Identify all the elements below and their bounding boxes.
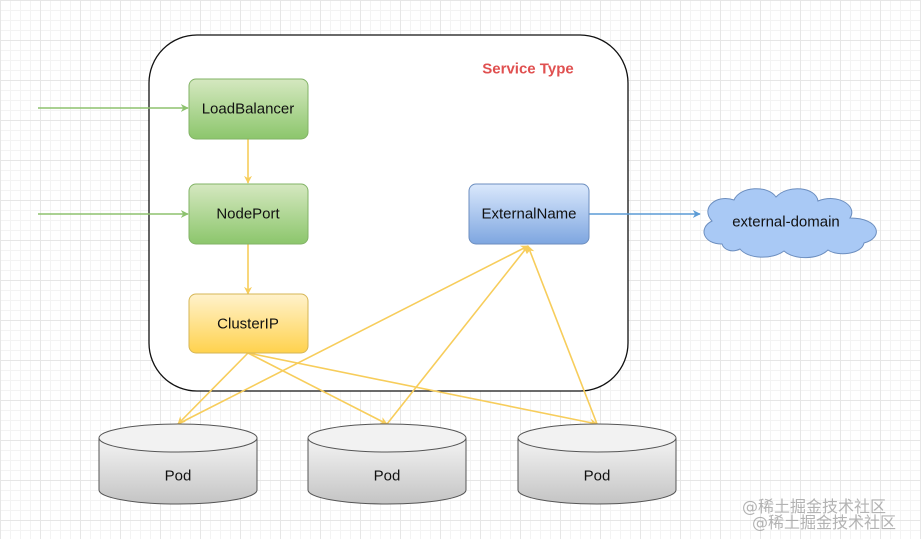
arrow-clusterip-to-pod-2 xyxy=(247,352,388,425)
external-domain-cloud[interactable]: external-domain xyxy=(703,188,877,259)
pod-2[interactable]: Pod xyxy=(307,423,467,505)
clusterip-node[interactable]: ClusterIP xyxy=(188,293,309,354)
watermark-text: @稀土掘金技术社区 xyxy=(742,497,886,516)
service-type-title: Service Type xyxy=(482,61,573,78)
pod-3-label: Pod xyxy=(584,468,611,485)
arrow-clusterip-to-pod-3 xyxy=(247,352,598,427)
pod-1[interactable]: Pod xyxy=(98,423,258,505)
arrow-pod-2-to-externalname xyxy=(386,245,529,425)
watermark-text-shadow: @稀土掘金技术社区 xyxy=(752,513,896,532)
pod-2-label: Pod xyxy=(374,468,401,485)
pod-1-label: Pod xyxy=(165,468,192,485)
nodeport-label: NodePort xyxy=(216,206,280,223)
pod-3[interactable]: Pod xyxy=(517,423,677,505)
externalname-node[interactable]: ExternalName xyxy=(468,183,590,245)
external-domain-label: external-domain xyxy=(732,214,840,231)
nodeport-node[interactable]: NodePort xyxy=(188,183,309,245)
arrow-pod-3-to-externalname xyxy=(526,245,598,425)
arrow-clusterip-to-pod-1 xyxy=(177,352,249,425)
loadbalancer-label: LoadBalancer xyxy=(202,101,295,118)
externalname-label: ExternalName xyxy=(481,206,576,223)
arrow-pod-1-to-externalname xyxy=(177,245,529,425)
loadbalancer-node[interactable]: LoadBalancer xyxy=(188,78,309,140)
clusterip-label: ClusterIP xyxy=(217,316,279,333)
